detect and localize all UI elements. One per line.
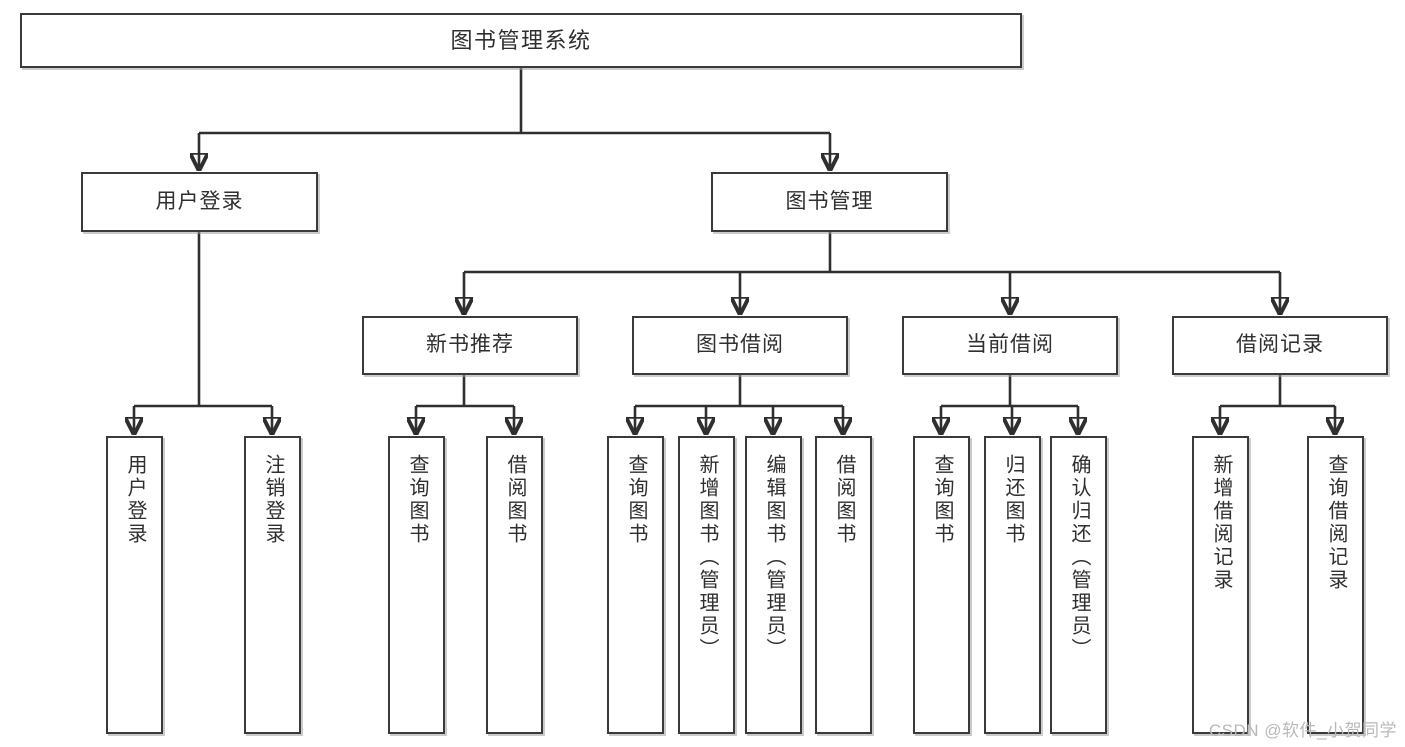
node-current-borrow[interactable]: 当前借阅 [902,316,1118,375]
node-leaf-query-book-3[interactable]: 查询图书 [913,436,970,734]
node-leaf-query-book-1[interactable]: 查询图书 [388,436,445,734]
node-user-login[interactable]: 用户登录 [81,172,318,232]
node-new-book-rec[interactable]: 新书推荐 [362,316,578,375]
node-leaf-borrow-book-1[interactable]: 借阅图书 [486,436,543,734]
node-borrow-record-label: 借阅记录 [1236,333,1324,357]
node-book-borrow[interactable]: 图书借阅 [632,316,848,375]
node-leaf-query-record[interactable]: 查询借阅记录 [1307,436,1364,734]
node-leaf-confirm-return-label: 确认归还（管理员） [1068,454,1090,661]
watermark: CSDN @软件_小贺同学 [1208,721,1397,740]
node-leaf-confirm-return[interactable]: 确认归还（管理员） [1050,436,1107,734]
node-current-borrow-label: 当前借阅 [966,333,1054,357]
node-leaf-return-book-label: 归还图书 [1002,454,1024,546]
node-new-book-rec-label: 新书推荐 [426,333,514,357]
node-leaf-user-login-label: 用户登录 [124,454,146,546]
node-book-borrow-label: 图书借阅 [696,333,784,357]
node-leaf-query-book-2-label: 查询图书 [625,454,647,546]
node-leaf-borrow-book-2[interactable]: 借阅图书 [815,436,872,734]
node-leaf-borrow-book-2-label: 借阅图书 [833,454,855,546]
node-user-login-label: 用户登录 [155,189,244,213]
node-book-manage-label: 图书管理 [785,189,874,213]
node-borrow-record[interactable]: 借阅记录 [1172,316,1388,375]
node-leaf-query-record-label: 查询借阅记录 [1325,454,1347,592]
node-leaf-borrow-book-1-label: 借阅图书 [504,454,526,546]
node-leaf-add-book-label: 新增图书（管理员） [696,454,718,661]
node-leaf-edit-book[interactable]: 编辑图书（管理员） [745,436,802,734]
node-leaf-query-book-2[interactable]: 查询图书 [607,436,664,734]
node-leaf-add-record-label: 新增借阅记录 [1210,454,1232,592]
node-leaf-query-book-1-label: 查询图书 [406,454,428,546]
node-leaf-user-login[interactable]: 用户登录 [106,436,163,734]
node-leaf-return-book[interactable]: 归还图书 [984,436,1041,734]
node-leaf-logout-label: 注销登录 [262,454,284,546]
node-leaf-query-book-3-label: 查询图书 [931,454,953,546]
node-leaf-add-book[interactable]: 新增图书（管理员） [678,436,735,734]
node-leaf-logout[interactable]: 注销登录 [244,436,301,734]
node-root[interactable]: 图书管理系统 [20,13,1022,68]
node-leaf-edit-book-label: 编辑图书（管理员） [763,454,785,661]
node-leaf-add-record[interactable]: 新增借阅记录 [1192,436,1249,734]
node-book-manage[interactable]: 图书管理 [711,172,948,232]
node-root-label: 图书管理系统 [450,27,592,53]
